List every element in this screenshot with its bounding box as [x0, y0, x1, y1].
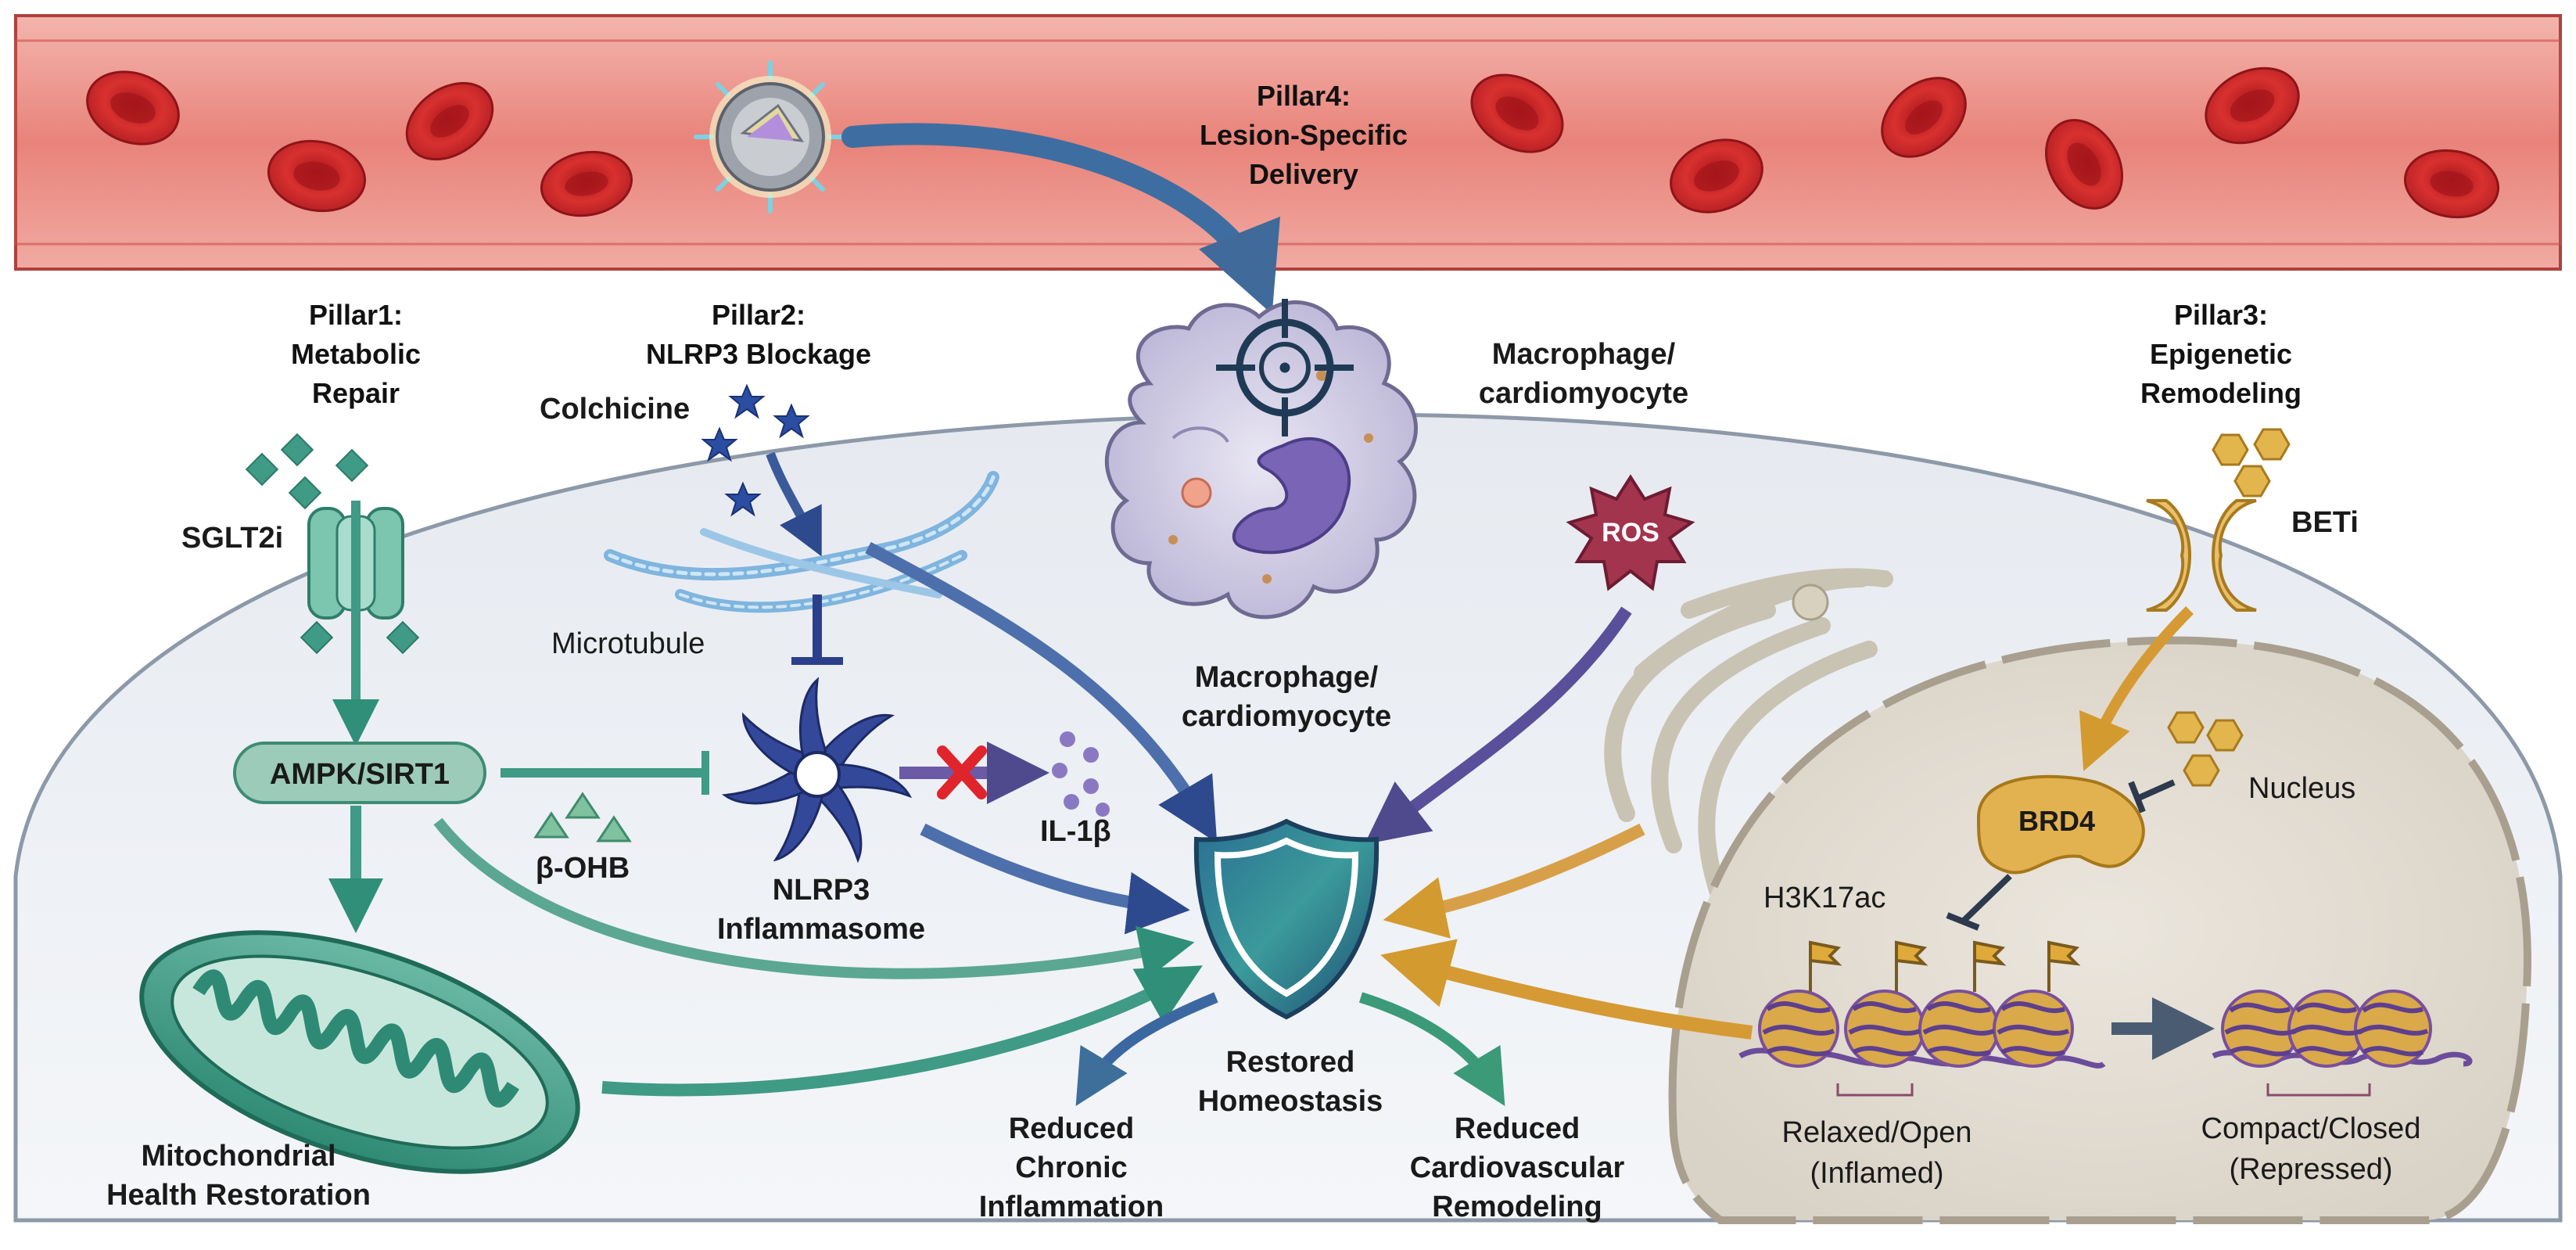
- mito-label-line1: Mitochondrial: [141, 1140, 335, 1173]
- macrophage-cell: [1104, 300, 1418, 620]
- pillar1-subtitle-line2: Repair: [312, 377, 400, 409]
- reduced-inflammation-line1: Reduced: [1009, 1112, 1134, 1145]
- bohb-label: β-OHB: [536, 852, 630, 885]
- ampk-inhibition: [500, 751, 709, 795]
- beti-arrow: [2079, 606, 2194, 771]
- macrophage-label-top-line2: cardiomyocyte: [1479, 377, 1688, 410]
- colchicine-molecules: [701, 383, 810, 517]
- microtubule-inhibition: [791, 594, 843, 665]
- beti-label: BETi: [2291, 506, 2359, 539]
- brd4-label: BRD4: [2018, 805, 2095, 837]
- target-crosshair-icon: [1216, 299, 1354, 436]
- bohb-molecules: [533, 792, 632, 842]
- reduced-remodeling-line1: Reduced: [1455, 1112, 1580, 1145]
- mito-to-homeostasis-arrow: [601, 965, 1203, 1097]
- pillar3-title: Pillar3:: [2174, 299, 2268, 331]
- ros-label: ROS: [1602, 518, 1659, 548]
- pillar4-subtitle-line2: Delivery: [1249, 158, 1358, 190]
- mito-label-line2: Health Restoration: [106, 1179, 371, 1212]
- er-to-homeostasis-arrow: [1383, 823, 1645, 939]
- beti-transporter-icon: [2146, 499, 2257, 612]
- ampk-sirt1-box: [233, 742, 486, 804]
- colchicine-arrow: [766, 451, 822, 557]
- brd4-protein: [1976, 774, 2145, 875]
- chromatin-to-homeostasis-arrow: [1380, 939, 1753, 1040]
- nlrp3-inflammasome-icon: [721, 677, 912, 864]
- sglt2i-label: SGLT2i: [181, 522, 283, 555]
- pillar3-subtitle-line1: Epigenetic: [2150, 338, 2292, 370]
- delivery-arrow: [841, 123, 1280, 314]
- macrophage-label-mid-line2: cardiomyocyte: [1182, 700, 1391, 733]
- endoplasmic-reticulum: [1604, 568, 1893, 908]
- nanoparticle-icon: [694, 60, 847, 214]
- homeostasis-shield-icon: [1193, 818, 1379, 1020]
- reduced-inflammation-line2: Chronic: [1015, 1151, 1128, 1184]
- pillar2-subtitle: NLRP3 Blockage: [646, 338, 871, 370]
- beti-brd4-inhibition: [2128, 779, 2176, 814]
- pillar2-title: Pillar2:: [712, 299, 805, 331]
- microtubule-label: Microtubule: [551, 627, 705, 660]
- h3k17ac-label: H3K17ac: [1763, 882, 1885, 914]
- pillar1-title: Pillar1:: [309, 299, 403, 331]
- block-x-icon: [937, 745, 987, 799]
- ampk-sirt1-label: AMPK/SIRT1: [270, 758, 450, 791]
- pillar1-subtitle-line1: Metabolic: [291, 338, 421, 370]
- beti-molecules: [2167, 428, 2291, 787]
- ros-to-homeostasis-arrow: [1364, 606, 1632, 845]
- restored-label-line1: Restored: [1226, 1046, 1355, 1079]
- relaxed-label-line1: Relaxed/Open: [1782, 1116, 1972, 1149]
- chromatin-compact: [2212, 990, 2473, 1097]
- il1b-molecules: [1052, 731, 1110, 817]
- colchicine-label: Colchicine: [540, 393, 690, 426]
- restored-label-line2: Homeostasis: [1198, 1085, 1383, 1118]
- macrophage-label-mid-line1: Macrophage/: [1195, 661, 1379, 694]
- sglt2i-molecules: [245, 433, 420, 655]
- il1b-label: IL-1β: [1040, 815, 1111, 848]
- chromatin-relaxed: [1738, 940, 2106, 1097]
- pillar3-subtitle-line2: Remodeling: [2140, 377, 2302, 409]
- ampk-to-homeostasis-arrow: [433, 817, 1195, 980]
- reduced-remodeling-line3: Remodeling: [1432, 1191, 1602, 1223]
- red-blood-cells: [86, 66, 2500, 219]
- reduced-remodeling-line2: Cardiovascular: [1410, 1151, 1625, 1184]
- brd4-h3k17ac-inhibition: [1946, 874, 2012, 931]
- relaxed-label-line2: (Inflamed): [1810, 1157, 1943, 1190]
- reduced-inflammation-line3: Inflammation: [979, 1191, 1164, 1223]
- nlrp3-label-line1: NLRP3: [773, 874, 870, 907]
- nlrp3-to-homeostasis-arrow: [920, 823, 1190, 935]
- nlrp3-label-line2: Inflammasome: [717, 913, 925, 946]
- vesicle-icon: [1792, 584, 1829, 621]
- pillar4-subtitle-line1: Lesion-Specific: [1200, 119, 1408, 151]
- nucleus-label: Nucleus: [2248, 772, 2355, 805]
- macrophage-label-top-line1: Macrophage/: [1492, 338, 1676, 371]
- ros-burst-icon: [1566, 474, 1695, 591]
- to-reduced-inflammation-arrow: [1075, 992, 1218, 1107]
- compact-label-line1: Compact/Closed: [2201, 1112, 2421, 1145]
- mitochondrion: [139, 930, 580, 1174]
- to-reduced-remodeling-arrow: [1358, 992, 1505, 1107]
- microtubule-to-homeostasis-arrow: [865, 541, 1218, 843]
- pillar4-title: Pillar4:: [1257, 80, 1351, 112]
- compact-label-line2: (Repressed): [2229, 1153, 2392, 1186]
- nucleus: [1668, 636, 2531, 1224]
